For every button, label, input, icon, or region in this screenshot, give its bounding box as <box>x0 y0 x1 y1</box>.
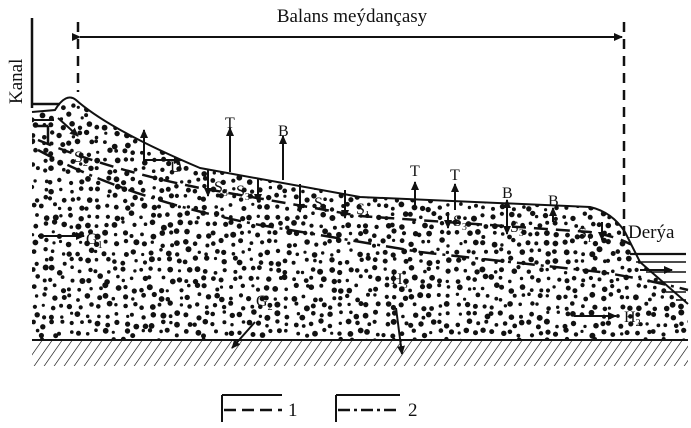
label-s3c: S3 <box>453 213 467 233</box>
legend-item-2: 2 <box>335 394 418 422</box>
label-h3: H3 <box>391 271 408 291</box>
canal-label: Kanal <box>6 59 27 104</box>
river-water <box>630 252 686 301</box>
river-label: Derýa <box>628 222 675 243</box>
label-g1: G1 <box>86 231 103 251</box>
bedrock-hatch <box>32 339 688 366</box>
legend-label-1: 1 <box>288 400 298 421</box>
label-s3d: S3 <box>510 219 524 239</box>
label-b3: B <box>548 193 559 210</box>
label-s3b: S3 <box>236 183 250 203</box>
label-h2: H2 <box>624 309 641 329</box>
water-table-line <box>37 138 631 246</box>
label-b2: B <box>502 185 513 202</box>
soil-stipple <box>32 97 688 341</box>
legend: 1 2 <box>221 394 418 422</box>
label-s2: S2 <box>74 149 88 169</box>
ground-surface <box>31 96 689 305</box>
legend-item-1: 1 <box>221 394 298 422</box>
label-t3: T <box>450 167 460 184</box>
balance-title: Balans meýdançasy <box>277 6 428 27</box>
label-b1: B <box>278 123 289 140</box>
label-s3a: S3 <box>214 179 228 199</box>
label-d: D <box>170 159 182 176</box>
legend-label-2: 2 <box>408 400 418 421</box>
label-t2: T <box>410 163 420 180</box>
label-s1c: S1 <box>578 225 592 245</box>
label-g2: G2 <box>256 293 273 313</box>
label-t1: T <box>225 115 235 132</box>
flow-arrows <box>38 117 673 355</box>
label-s1a: S1 <box>314 195 328 215</box>
canal-structure <box>30 18 60 144</box>
label-s1b: S1 <box>356 201 370 221</box>
piezometric-line <box>37 148 689 292</box>
